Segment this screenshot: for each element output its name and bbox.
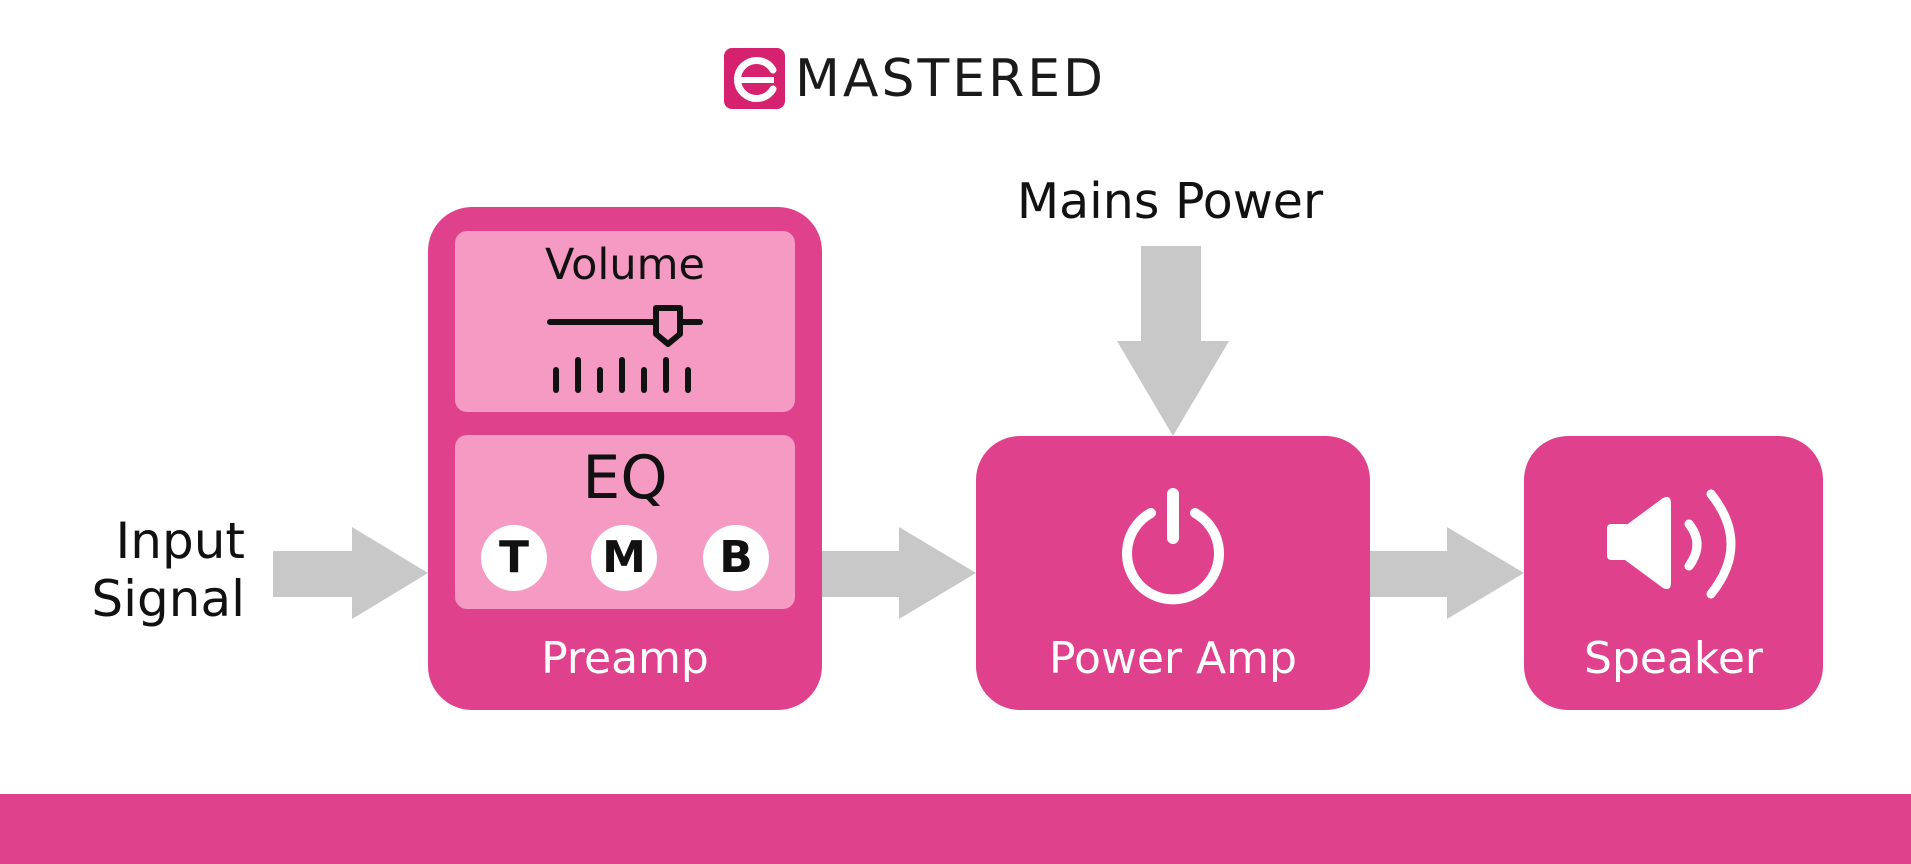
power-icon (1122, 488, 1224, 605)
preamp-to-power-arrow (822, 527, 976, 619)
logo-e-icon (734, 57, 777, 102)
volume-slider-icon (547, 305, 703, 393)
logo-wordmark: MASTERED (795, 49, 1107, 109)
input-arrow (273, 527, 428, 619)
speaker-block (1524, 436, 1823, 710)
logo-mark (724, 48, 785, 109)
power-amp-block (976, 436, 1370, 710)
mains-power-label: Mains Power (1016, 173, 1324, 230)
power-to-speaker-arrow (1370, 527, 1524, 619)
input-signal-line: Input (115, 512, 245, 570)
speaker-icon (1607, 489, 1736, 599)
speaker-label: Speaker (1584, 633, 1763, 684)
mains-power-arrow (1117, 246, 1229, 436)
treble-knob: T (481, 525, 547, 591)
input-signal-line: Signal (91, 570, 245, 628)
preamp-label: Preamp (541, 633, 709, 684)
bottom-bar (0, 794, 1911, 864)
volume-title: Volume (545, 240, 705, 290)
bass-knob: B (703, 525, 769, 591)
mid-knob: M (591, 525, 657, 591)
eq-title: EQ (582, 443, 668, 513)
power-amp-label: Power Amp (1049, 633, 1297, 684)
